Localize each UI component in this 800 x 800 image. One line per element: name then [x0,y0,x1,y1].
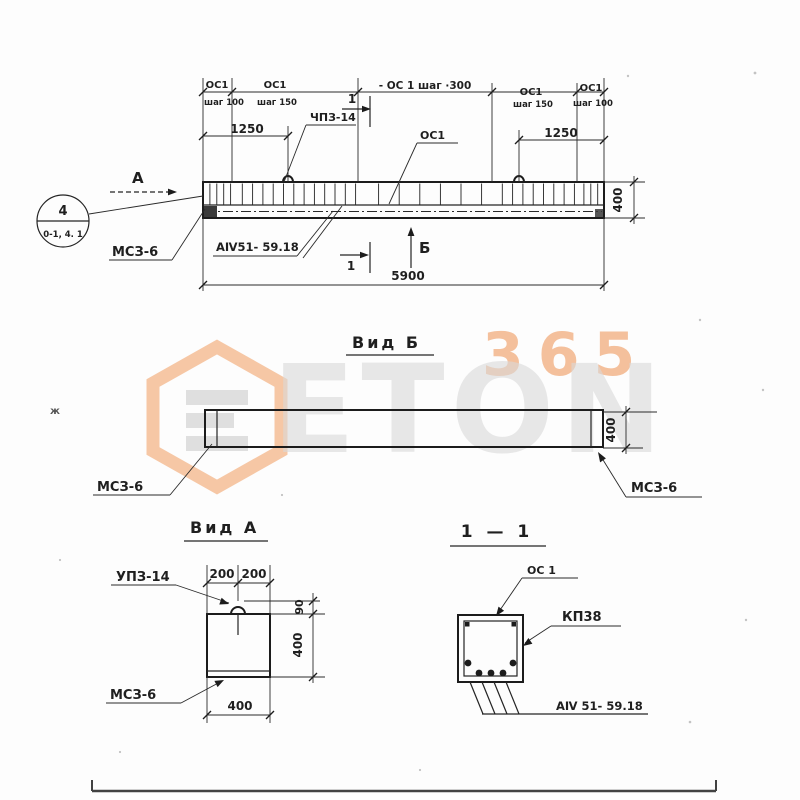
view-arrow-a: А [110,169,177,196]
zone2-step: шаг 150 [257,98,297,108]
view-a-dim-90-text: 90 [293,599,306,615]
view-a-label-loop: УПЗ-14 [111,570,230,605]
label-strand-main-text: АⅣ51- 59.18 [216,240,299,254]
detail-marker-number: 4 [58,204,67,219]
dim-1250-left-text: 1250 [230,122,263,136]
section-label-os1: ОС 1 [496,564,578,616]
view-a-dim-400-bottom-text: 400 [227,699,252,713]
view-a-dim-200b-text: 200 [241,567,266,581]
label-strand-main: АⅣ51- 59.18 [213,205,343,259]
view-arrow-b: Б [407,227,430,268]
dim-5900-text: 5900 [391,269,424,283]
dim-1250-right: 1250 [514,126,609,182]
label-ms3-main-text: МСЗ-6 [112,245,158,260]
label-os1-main: ОС1 [388,129,458,205]
section-title: 1 — 1 [461,522,534,542]
view-a-label-ms3-text: МСЗ-6 [110,688,156,703]
zone4-step: шаг 150 [513,100,553,110]
view-b-dim-400: 400 [603,406,657,454]
view-b: Вид Б 400 МСЗ-6 МСЗ-6 [93,333,702,498]
watermark-hexagon-logo-icon [146,339,288,495]
section-1-1: 1 — 1 АⅣ 51- 59.18 ОС 1 КП3 [450,522,648,715]
section-stirrup [463,620,518,677]
section-rebar-dots [464,622,517,677]
view-b-ms3-right-text: МСЗ-6 [631,481,677,496]
view-a-dim-90-400: 90 400 [244,593,325,683]
section-label-kp38-text: КП38 [562,610,602,625]
label-ms3-main: МСЗ-6 [109,208,206,261]
detail-marker-ref: 0-1, 4. 1 [43,230,83,240]
section-strand-label: АⅣ 51- 59.18 [556,699,643,713]
beam-outline [202,181,605,219]
section-digit-top: 1 [348,92,356,106]
spacing-dim-ticks [198,87,609,97]
section-mark-top: 1 [342,92,371,127]
stirrup-lines [209,183,599,205]
view-b-ms3-left-text: МСЗ-6 [97,480,143,495]
view-a-title: Вид А [190,518,259,537]
view-a-lifting-loop [230,606,246,615]
main-view: ОС1 шаг 100 ОС1 шаг 150 - ОС 1 шаг ·300 … [36,78,645,291]
view-a-dim-200: 200 200 [202,565,275,614]
view-b-ms3-right: МСЗ-6 [598,452,702,498]
label-os1-main-text: ОС1 [420,129,445,142]
zone1-os1: ОС1 [206,80,229,91]
view-a-dim-200a-text: 200 [209,567,234,581]
view-a-letter: А [132,169,144,187]
paper-specks [58,71,765,772]
view-a-dim-400-side-text: 400 [291,632,305,657]
dim-1250-left: 1250 [198,122,293,182]
zone1-step: шаг 100 [204,98,244,108]
spacing-extension-lines [202,78,605,182]
zone2-os1: ОС1 [264,80,287,91]
dim-400-main-text: 400 [611,187,625,212]
view-b-title: Вид Б [352,333,421,352]
view-a-label-loop-text: УПЗ-14 [116,570,170,585]
label-loop-main-text: ЧПЗ-14 [310,111,356,124]
dim-400-main: 400 [604,176,645,224]
dim-5900: 5900 [198,218,609,291]
section-mark-bottom: 1 [340,242,371,273]
sheet-frame-bottom [91,780,717,793]
zone5-step: шаг 100 [573,99,613,109]
zone3-label: - ОС 1 шаг ·300 [379,80,472,92]
detail-marker: 4 0-1, 4. 1 [36,194,204,248]
label-loop-main: ЧПЗ-14 [283,111,356,183]
view-b-letter: Б [419,239,430,257]
embed-plate-left [204,206,217,217]
stray-mark: ж [50,406,60,417]
zone5-os1: ОС1 [580,83,603,94]
watermark-365: 365 [482,320,649,390]
view-b-beam [204,409,604,448]
view-a-dim-400-bottom: 400 [202,677,275,723]
view-b-dim-400-text: 400 [604,417,618,442]
section-strands [469,681,648,715]
view-a: Вид А 200 200 90 400 [106,518,325,723]
section-digit-bottom: 1 [347,259,355,273]
embed-plate-right [595,209,603,217]
view-a-label-ms3: МСЗ-6 [106,680,224,704]
section-label-os1-text: ОС 1 [527,564,556,577]
zone4-os1: ОС1 [520,87,543,98]
section-outline [457,614,524,683]
section-label-kp38: КП38 [523,610,621,646]
dim-1250-right-text: 1250 [544,126,577,140]
view-b-ms3-left: МСЗ-6 [93,443,213,496]
